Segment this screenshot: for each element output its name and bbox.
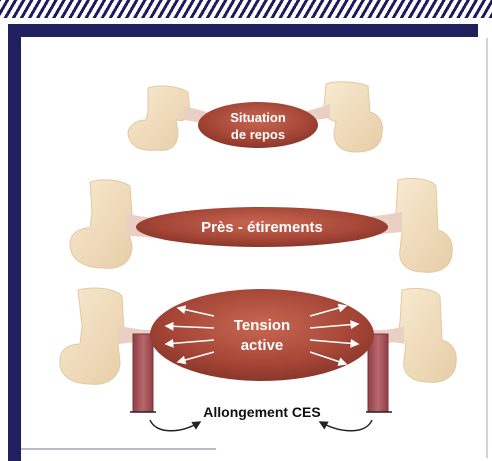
- series-elastic-left: [132, 333, 154, 413]
- elongation-markers: [130, 411, 392, 432]
- elongation-label: Allongement CES: [203, 404, 320, 420]
- arrow-left-2: [164, 321, 215, 331]
- arrow-right-3: [309, 338, 360, 348]
- elongation-curve-right: [318, 419, 373, 432]
- force-arrows: [164, 303, 360, 366]
- arrow-right-4: [309, 351, 348, 366]
- active-tension-group: Tension active Allongement CES: [59, 287, 457, 432]
- bone-left-row2: [69, 179, 135, 269]
- muscle-row3: [150, 289, 374, 381]
- pre-stretch-label: Près - étirements: [201, 219, 323, 236]
- tension-label-line2: active: [241, 337, 284, 354]
- arrow-left-1: [176, 305, 215, 317]
- bone-right-row2: [394, 177, 453, 273]
- frame-top-bar: [8, 24, 492, 37]
- muscle-row2: [136, 207, 388, 247]
- pre-stretch-group: Près - étirements: [69, 177, 453, 273]
- bone-left-row1: [127, 85, 191, 151]
- rest-state-group: Situation de repos: [127, 81, 383, 153]
- arrow-left-3: [164, 338, 215, 348]
- bone-right-row1: [323, 81, 383, 153]
- arrow-right-1: [309, 303, 348, 317]
- frame-corner-notch: [478, 24, 492, 38]
- frame-left-bar: [8, 24, 21, 461]
- rest-label-line2: de repos: [231, 127, 285, 142]
- arrow-right-2: [309, 320, 360, 330]
- arrow-left-4: [176, 351, 215, 365]
- tension-label-line1: Tension: [234, 317, 290, 334]
- frame-right-line: [486, 38, 488, 458]
- elongation-curve-left: [149, 419, 202, 432]
- rest-label-line1: Situation: [230, 110, 286, 125]
- series-elastic-right: [367, 333, 389, 413]
- bone-left-row3: [59, 287, 127, 385]
- bone-right-row3: [398, 287, 457, 383]
- hatched-top-border: [0, 0, 492, 18]
- frame-bottom-line: [21, 448, 216, 450]
- muscle-row1: [198, 102, 318, 148]
